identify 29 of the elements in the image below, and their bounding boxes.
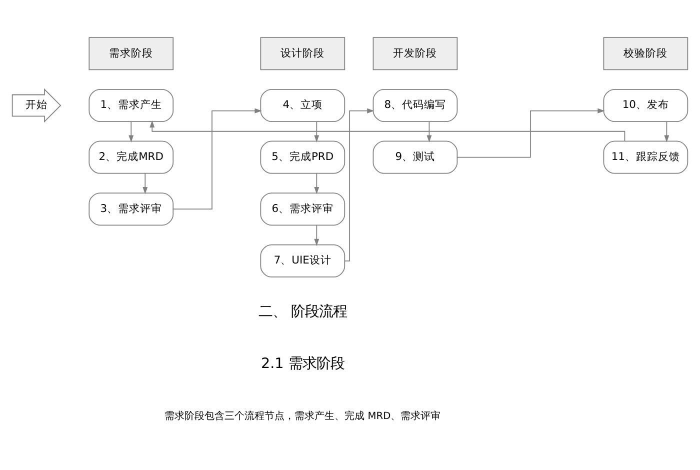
arrow [128, 121, 134, 142]
arrow [314, 121, 320, 142]
node-box: 10、发布 [603, 88, 688, 122]
arrow [314, 172, 320, 194]
arrow [457, 108, 605, 158]
node-box: 2、完成MRD [88, 140, 174, 174]
label: 2.1 需求阶段 [261, 356, 344, 372]
node-box: 校验阶段 [603, 37, 688, 70]
node-box: 开发阶段 [372, 37, 458, 70]
arrow [150, 120, 626, 142]
node-box: 设计阶段 [260, 37, 346, 70]
node-box: 3、需求评审 [88, 192, 174, 226]
node-box: 8、代码编写 [372, 88, 458, 122]
arrow [426, 121, 432, 142]
node-box: 9、测试 [372, 140, 458, 174]
arrow [172, 108, 262, 210]
arrow [142, 172, 148, 194]
node-box: 6、需求评审 [260, 192, 346, 226]
node-box: 11、跟踪反馈 [603, 140, 688, 174]
arrow [314, 224, 320, 246]
node-box: 7、UIE设计 [260, 244, 346, 278]
node-box: 4、立项 [260, 88, 346, 122]
arrow [664, 121, 670, 142]
node-box: 需求阶段 [88, 37, 174, 70]
label: 需求阶段包含三个流程节点，需求产生、完成 MRD、需求评审 [164, 410, 441, 422]
node-box: 1、需求产生 [88, 88, 174, 122]
label: 二、 阶段流程 [258, 304, 347, 320]
node-box: 5、完成PRD [260, 140, 346, 174]
arrow [344, 108, 374, 262]
